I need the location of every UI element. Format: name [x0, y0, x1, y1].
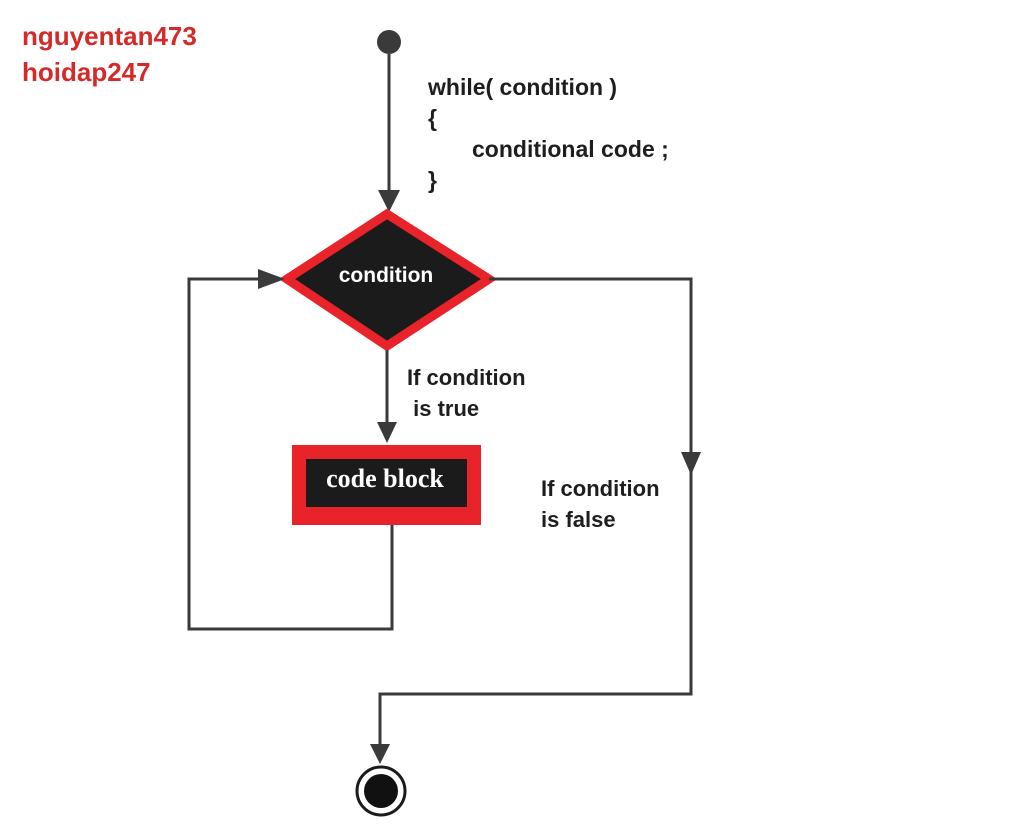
- true-branch-line-2: is true: [407, 396, 480, 421]
- watermark-line-1: nguyentan473: [22, 21, 197, 51]
- condition-diamond: [278, 208, 498, 352]
- watermark: nguyentan473 hoidap247: [22, 18, 197, 90]
- while-syntax-snippet: while( condition ) { conditional code ; …: [428, 72, 669, 196]
- code-line-close-brace: }: [428, 167, 437, 193]
- start-node: [377, 30, 401, 54]
- code-line-body: conditional code ;: [472, 136, 669, 162]
- code-block-label: code block: [326, 464, 444, 493]
- arrow-into-end-node: [370, 744, 390, 764]
- arrow-loop-into-condition: [258, 269, 285, 289]
- arrow-false-midway: [681, 452, 701, 475]
- false-branch-label: If condition is false: [541, 473, 660, 535]
- code-block-inner: [306, 459, 467, 507]
- end-node-core: [364, 774, 398, 808]
- true-branch-line-1: If condition: [407, 365, 526, 390]
- arrow-into-code-block: [377, 422, 397, 443]
- condition-label: condition: [338, 264, 434, 287]
- edge-condition-false: [378, 277, 693, 750]
- watermark-line-2: hoidap247: [22, 57, 151, 87]
- false-branch-line-2: is false: [541, 507, 616, 532]
- code-line-open-brace: {: [428, 105, 437, 131]
- code-line-while: while( condition ): [428, 74, 618, 100]
- false-branch-line-1: If condition: [541, 476, 660, 501]
- edge-loop-back: [187, 277, 394, 631]
- arrow-into-condition: [378, 190, 400, 212]
- true-branch-label: If condition is true: [407, 362, 526, 424]
